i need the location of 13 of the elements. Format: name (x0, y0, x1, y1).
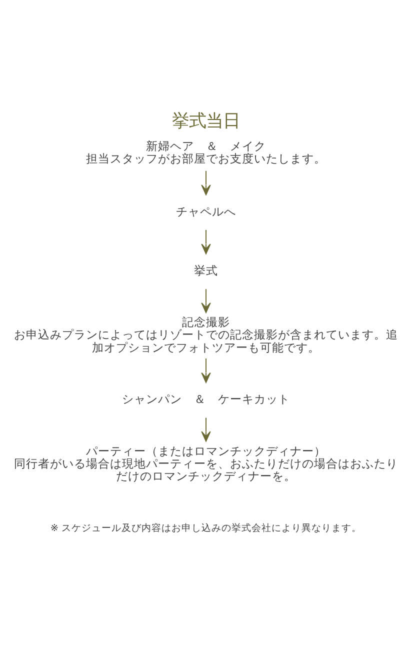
node-text: 挙式 (194, 262, 218, 277)
arrow (201, 170, 211, 195)
node-text: シャンパン ＆ ケーキカット (122, 392, 290, 406)
label: ※ スケジュール及び内容はお申し込みの挙式会社により異なります。 (50, 522, 362, 534)
node-text: チャペルへ (176, 204, 236, 218)
arrow (201, 288, 211, 313)
arrow (201, 358, 211, 382)
diagram-title: 挙式当日 (172, 111, 240, 132)
node-text: 記念撮影 お申込みプランによってはリゾートでの記念撮影が含まれています。追加オプションでフォトツアーも可能です。 (14, 314, 398, 354)
node-text: パーティー（またはロマンチックディナー） 同行者がいる場合は現地パーティーを、おふたりだけの場合はおふたりだけのロマンチックディナーを。 (14, 443, 398, 482)
arrow (201, 228, 211, 254)
arrow (201, 416, 211, 442)
node-text: 新婦ヘア ＆ メイク 担当スタッフがお部屋でお支度いたします。 (86, 138, 326, 166)
